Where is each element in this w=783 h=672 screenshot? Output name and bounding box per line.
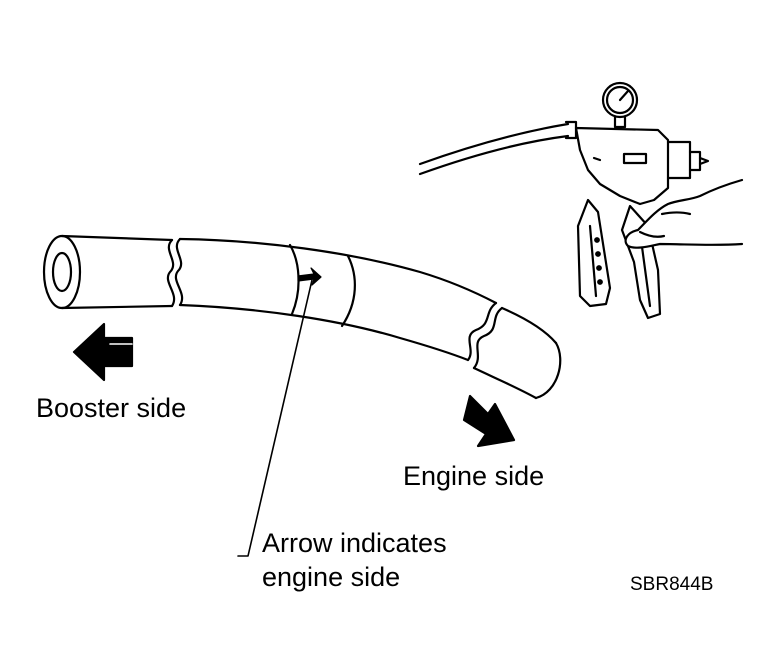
arrow-indicates-line-2: engine side	[262, 562, 401, 592]
figure-code: SBR844B	[630, 574, 714, 595]
vacuum-hose	[42, 234, 562, 400]
arrow-down-right-icon	[462, 394, 516, 448]
hose-marking-arrow-icon	[297, 267, 322, 286]
hand-icon	[624, 178, 744, 249]
arrow-indicates-line-1: Arrow indicates	[262, 528, 447, 558]
booster-side-label: Booster side	[36, 393, 187, 423]
arrow-indicates-label: Arrow indicates engine side	[262, 526, 447, 594]
pump-hose	[418, 120, 578, 176]
arrow-left-icon	[72, 322, 134, 382]
leader-line	[237, 279, 313, 557]
engine-side-label: Engine side	[403, 461, 545, 491]
